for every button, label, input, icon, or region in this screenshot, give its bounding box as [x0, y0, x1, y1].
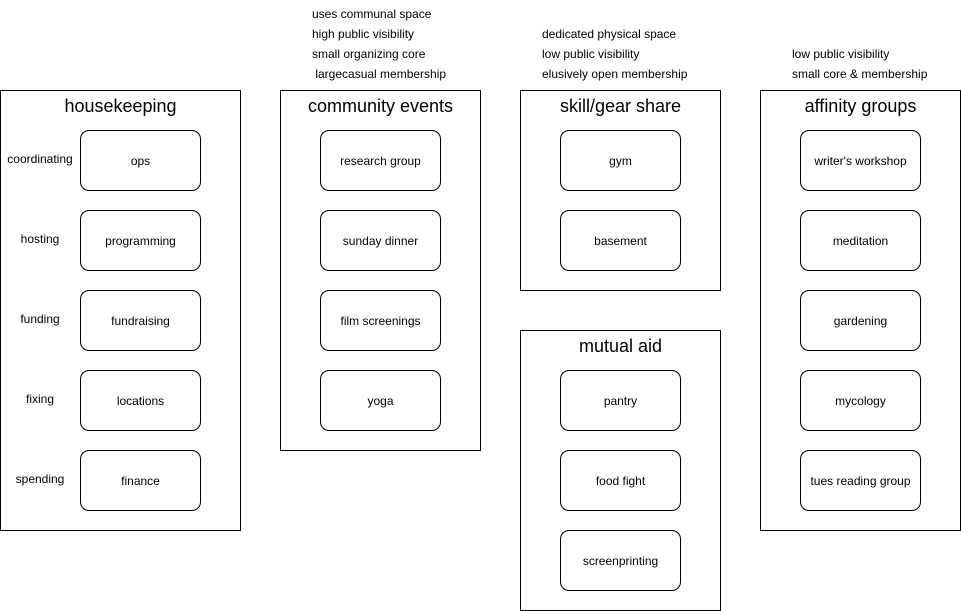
- housekeeping-title: housekeeping: [64, 96, 177, 116]
- item-pantry[interactable]: pantry: [560, 370, 681, 431]
- item-meditation[interactable]: meditation: [800, 210, 921, 271]
- note-small-core: small organizing core: [312, 47, 426, 61]
- note-high-visibility: high public visibility: [312, 27, 415, 41]
- item-research-group[interactable]: research group: [320, 130, 441, 191]
- item-fundraising[interactable]: fundraising: [80, 290, 201, 351]
- skill-share-notes: dedicated physical space low public visi…: [542, 24, 687, 84]
- item-basement[interactable]: basement: [560, 210, 681, 271]
- item-tues-reading-group[interactable]: tues reading group: [800, 450, 921, 511]
- note-dedicated-space: dedicated physical space: [542, 27, 677, 41]
- note-communal-space: uses communal space: [312, 7, 432, 21]
- note-low-visibility: low public visibility: [792, 47, 890, 61]
- mutual-aid-title: mutual aid: [578, 336, 663, 356]
- item-yoga[interactable]: yoga: [320, 370, 441, 431]
- item-gym[interactable]: gym: [560, 130, 681, 191]
- note-low-visibility: low public visibility: [542, 47, 640, 61]
- row-label-hosting: hosting: [20, 232, 60, 246]
- community-events-notes: uses communal space high public visibili…: [312, 4, 446, 84]
- item-gardening[interactable]: gardening: [800, 290, 921, 351]
- item-sunday-dinner[interactable]: sunday dinner: [320, 210, 441, 271]
- item-programming[interactable]: programming: [80, 210, 201, 271]
- community-events-title: community events: [307, 96, 454, 116]
- row-label-coordinating: coordinating: [7, 152, 73, 166]
- item-writers-workshop[interactable]: writer's workshop: [800, 130, 921, 191]
- item-ops[interactable]: ops: [80, 130, 201, 191]
- note-casual-membership: largecasual membership: [312, 67, 447, 81]
- row-label-spending: spending: [15, 472, 65, 486]
- item-mycology[interactable]: mycology: [800, 370, 921, 431]
- note-small-core-membership: small core & membership: [792, 67, 928, 81]
- affinity-groups-notes: low public visibility small core & membe…: [792, 44, 927, 84]
- note-open-membership: elusively open membership: [542, 67, 688, 81]
- affinity-groups-title: affinity groups: [804, 96, 917, 116]
- row-label-fixing: fixing: [25, 392, 54, 406]
- skill-share-title: skill/gear share: [559, 96, 682, 116]
- item-locations[interactable]: locations: [80, 370, 201, 431]
- item-finance[interactable]: finance: [80, 450, 201, 511]
- item-screenprinting[interactable]: screenprinting: [560, 530, 681, 591]
- item-food-fight[interactable]: food fight: [560, 450, 681, 511]
- item-film-screenings[interactable]: film screenings: [320, 290, 441, 351]
- row-label-funding: funding: [20, 312, 60, 326]
